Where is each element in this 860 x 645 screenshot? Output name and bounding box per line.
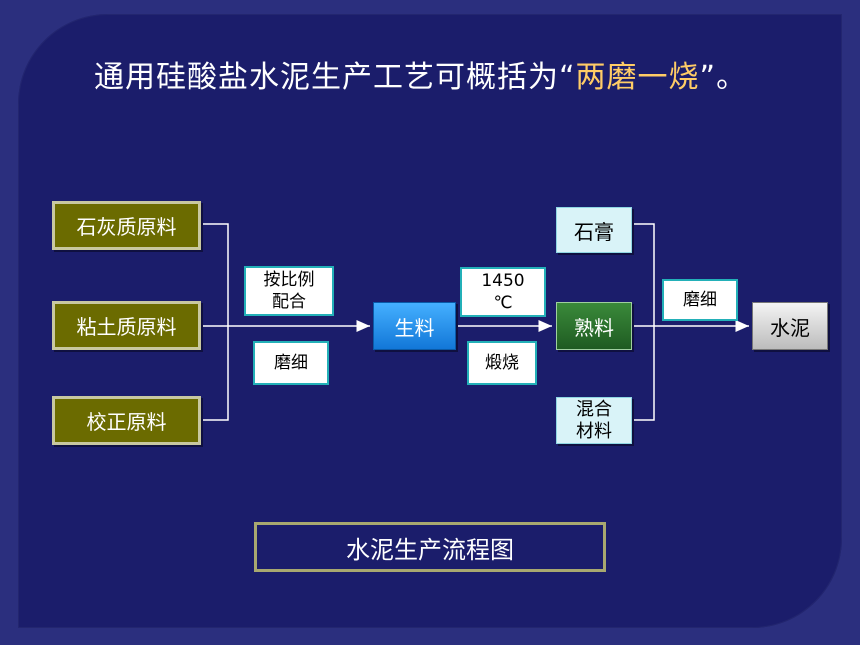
step1-proportioning-label: 按比例 配合 — [244, 266, 334, 316]
raw-meal-box: 生料 — [373, 302, 456, 350]
raw-material-limestone: 石灰质原料 — [52, 201, 201, 250]
cement-box: 水泥 — [752, 302, 828, 350]
bracket-additives — [632, 223, 655, 421]
title-prefix: 通用硅酸盐水泥生产工艺可概括为“ — [94, 60, 576, 95]
bracket-raw-materials — [200, 223, 229, 421]
step3-grinding-label: 磨细 — [662, 279, 738, 321]
step1-grinding-label: 磨细 — [253, 341, 329, 385]
mixed-material-box: 混合 材料 — [556, 397, 632, 444]
raw-material-clay: 粘土质原料 — [52, 301, 201, 350]
step2-calcination-label: 煅烧 — [467, 341, 537, 385]
title-suffix: ”。 — [699, 60, 748, 95]
gypsum-box: 石膏 — [556, 207, 632, 253]
step2-temperature-label: 1450 ℃ — [460, 267, 546, 317]
title-highlight: 两磨一烧 — [575, 60, 700, 95]
page-title: 通用硅酸盐水泥生产工艺可概括为“两磨一烧”。 — [62, 54, 832, 102]
diagram-caption: 水泥生产流程图 — [254, 522, 606, 572]
raw-material-corrective: 校正原料 — [52, 396, 201, 445]
clinker-box: 熟料 — [556, 302, 632, 350]
